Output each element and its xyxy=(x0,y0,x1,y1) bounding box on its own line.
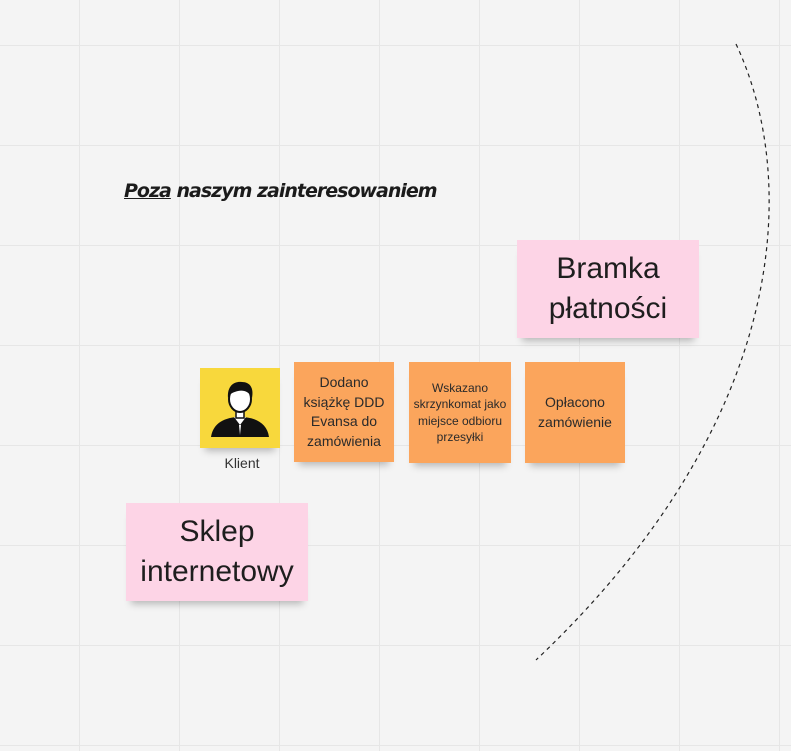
note-text: Sklep internetowy xyxy=(140,515,294,588)
note-text: Bramka płatności xyxy=(548,252,668,325)
event-note-order-paid[interactable]: Opłacono zamówienie xyxy=(525,362,625,463)
person-icon xyxy=(211,381,269,437)
actor-label: Klient xyxy=(224,455,260,471)
event-note-book-added[interactable]: Dodano książkę DDD Evansa do zamówienia xyxy=(294,362,394,462)
heading-rest: naszym zainteresowaniem xyxy=(170,180,437,202)
note-text: Wskazano skrzynkomat jako miejsce odbior… xyxy=(413,380,507,444)
note-text: Opłacono zamówienie xyxy=(538,394,612,430)
sticky-note-online-shop[interactable]: Sklep internetowy xyxy=(126,503,308,601)
actor-note-client[interactable] xyxy=(200,368,280,448)
event-note-parcel-locker-chosen[interactable]: Wskazano skrzynkomat jako miejsce odbior… xyxy=(409,362,511,463)
sticky-note-payment-gateway[interactable]: Bramka płatności xyxy=(517,240,699,338)
note-text: Dodano książkę DDD Evansa do zamówienia xyxy=(303,374,385,449)
section-heading: Poza naszym zainteresowaniem xyxy=(124,180,438,202)
heading-underlined-word: Poza xyxy=(124,180,172,202)
